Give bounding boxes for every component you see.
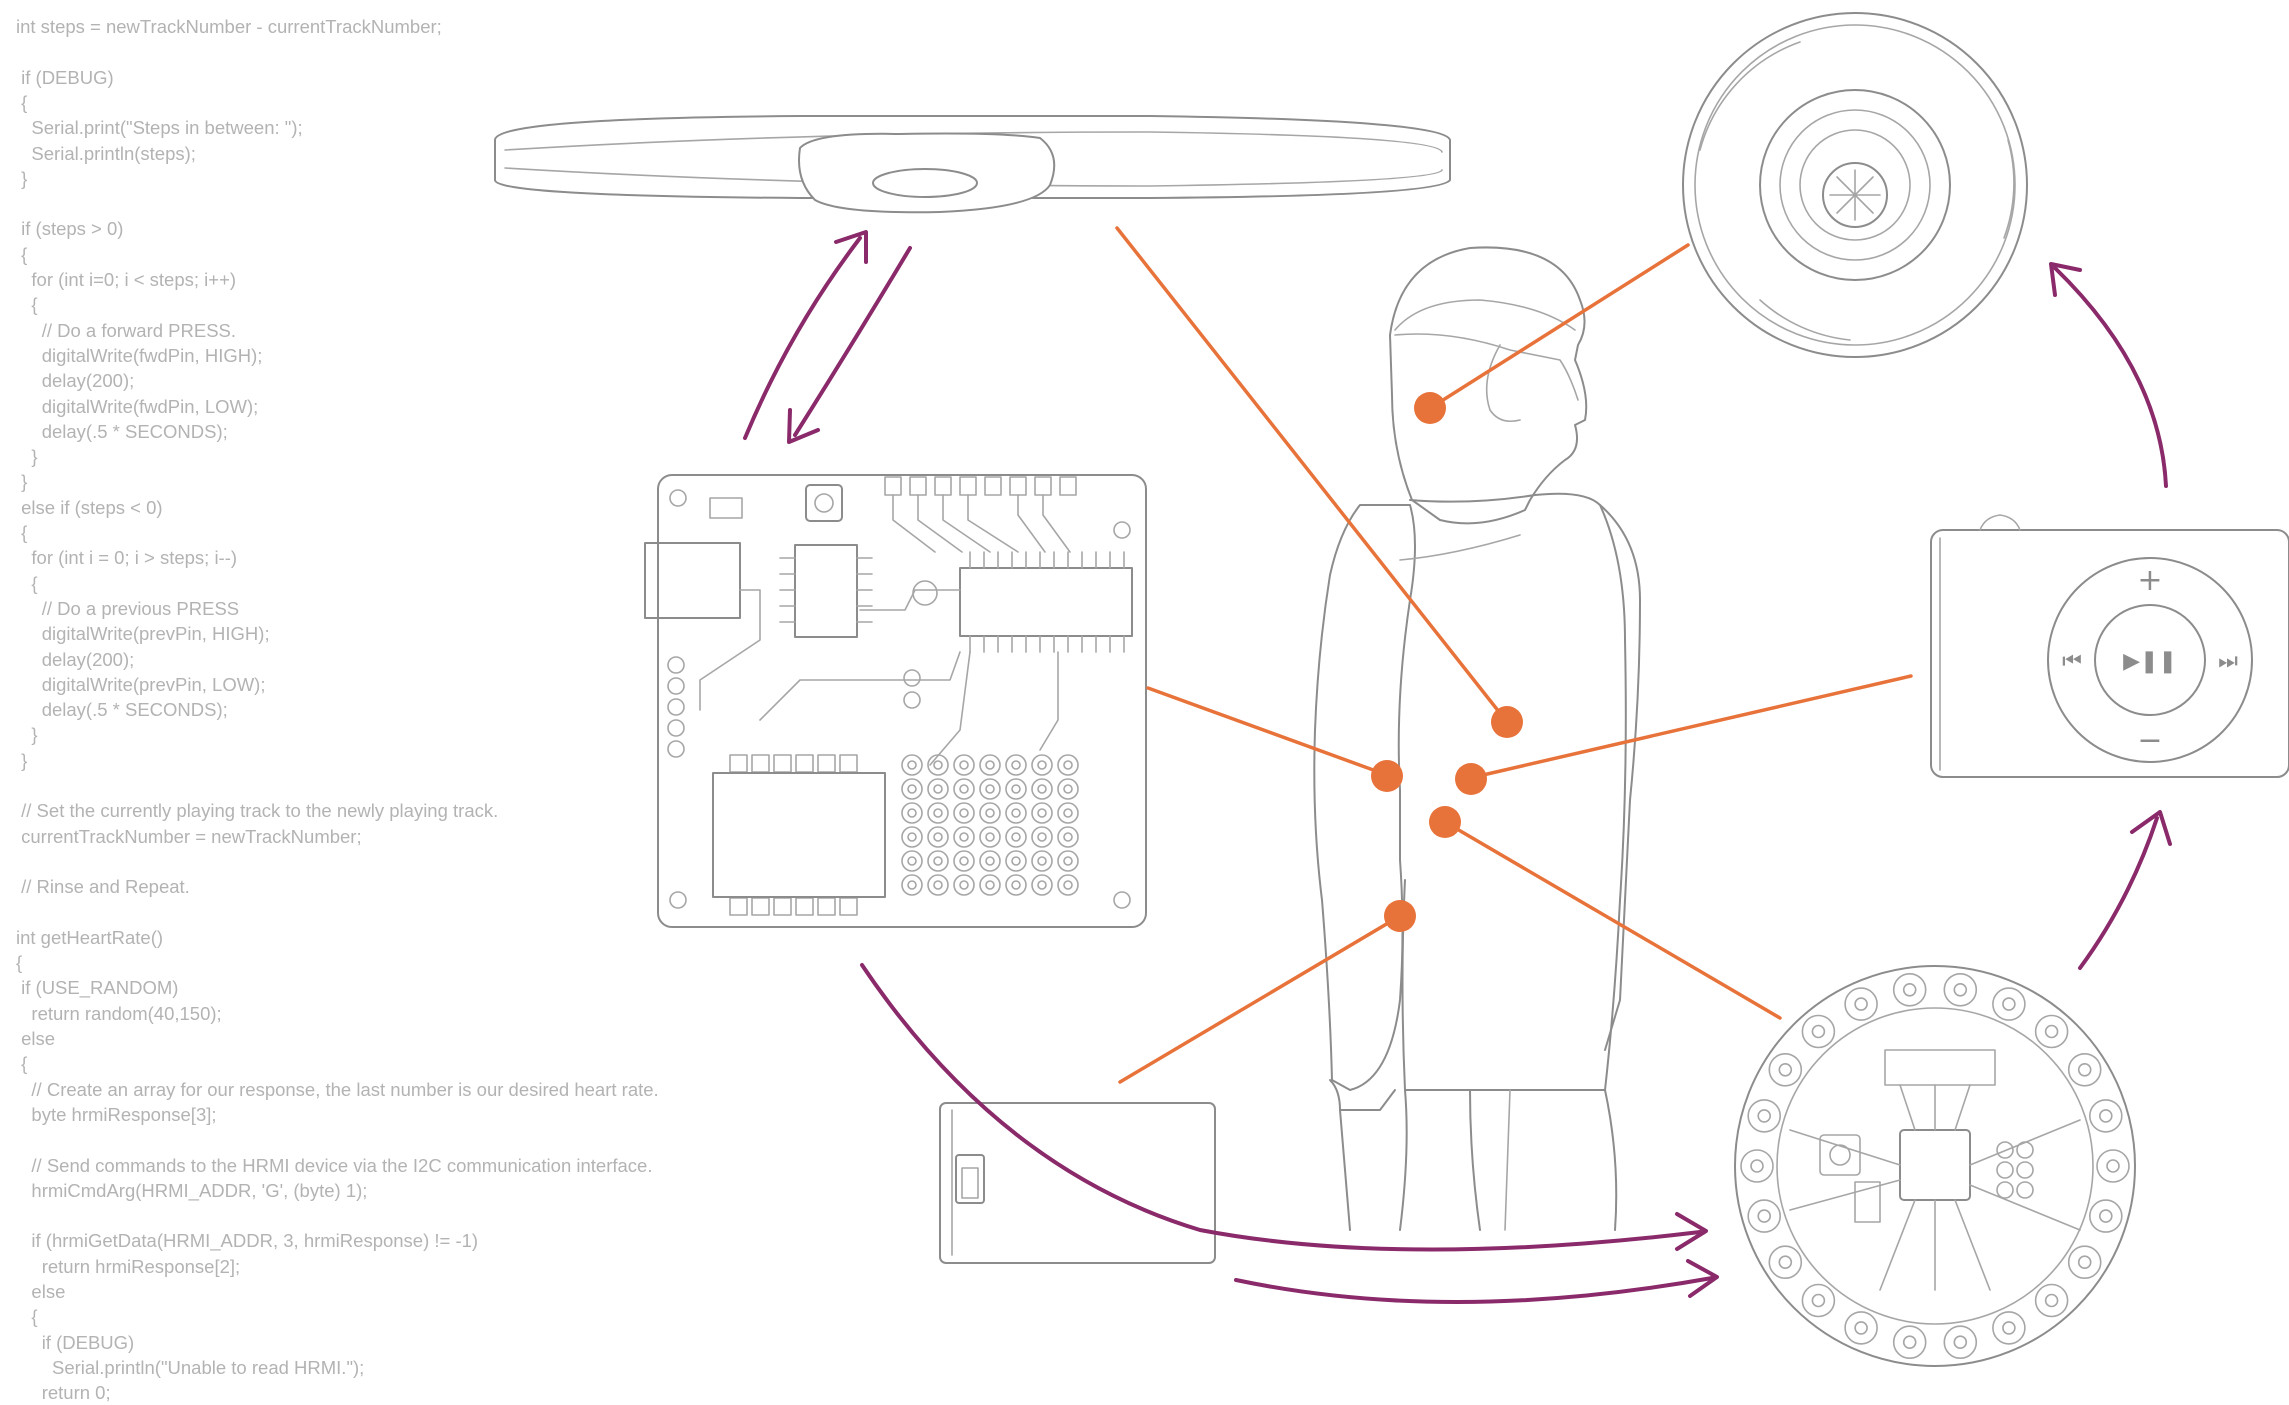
code-line: // Do a previous PRESS [16,597,240,619]
code-line: for (int i=0; i < steps; i++) [16,269,237,290]
code-line: Serial.println("Unable to read HRMI."); [16,1356,365,1378]
code-line: // Do a forward PRESS. [16,319,237,341]
code-line: digitalWrite(prevPin, HIGH); [16,623,270,645]
previous-track-icon[interactable]: ⏮ [2062,649,2082,674]
code-line: delay(200); [16,648,135,670]
code-line: delay(.5 * SECONDS); [16,420,228,442]
code-line: return 0; [16,1382,111,1404]
code-line: digitalWrite(fwdPin, HIGH); [16,344,263,366]
person-wearing-vest [1313,246,1641,1231]
receiver-circuit-board [644,474,1147,928]
code-line: int getHeartRate() [16,926,164,948]
code-line: delay(200); [16,370,135,392]
code-line: { [16,1306,38,1328]
code-line: } [16,749,28,771]
code-line: if (DEBUG) [16,66,114,88]
code-line: else [16,1281,66,1302]
code-line: return random(40,150); [16,1002,222,1024]
speaker [1682,12,2028,358]
code-line: Serial.println(steps); [16,142,196,164]
code-line: currentTrackNumber = newTrackNumber; [16,825,362,847]
code-listing: int steps = newTrackNumber - currentTrac… [0,0,720,1403]
code-line: // Send commands to the HRMI device via … [16,1154,653,1176]
battery-pack [939,1102,1216,1264]
code-line: } [16,471,28,493]
code-line: delay(.5 * SECONDS); [16,699,228,721]
code-line: } [16,167,28,189]
code-line: // Rinse and Repeat. [16,876,190,898]
code-line: else [16,1028,56,1049]
mp3-player: + − ▶❚❚ ⏮ ⏭ [1930,514,2289,778]
data-flow-arrows [743,230,2172,1304]
code-line: for (int i = 0; i > steps; i--) [16,547,238,569]
code-line: { [16,522,28,543]
code-line: return hrmiResponse[2]; [16,1255,241,1277]
code-line: if (DEBUG) [16,1331,135,1353]
code-line: } [16,446,38,468]
volume-down-icon[interactable]: − [2137,723,2162,758]
orange-connectors [1115,226,1913,1084]
code-line: // Create an array for our response, the… [16,1078,659,1100]
code-line: // Set the currently playing track to th… [16,800,499,822]
code-line: byte hrmiResponse[3]; [16,1103,217,1125]
code-line: digitalWrite(fwdPin, LOW); [16,395,259,417]
code-line: hrmiCmdArg(HRMI_ADDR, 'G', (byte) 1); [16,1179,368,1201]
play-pause-icon[interactable]: ▶❚❚ [2123,649,2177,674]
code-line: { [16,91,28,113]
code-line: if (hrmiGetData(HRMI_ADDR, 3, hrmiRespon… [16,1230,479,1252]
volume-up-icon[interactable]: + [2137,563,2162,598]
code-line: { [16,243,28,265]
heart-rate-chest-strap [494,115,1451,214]
lilypad-microcontroller [1734,965,2136,1367]
code-line: { [16,572,38,594]
code-line: { [16,294,38,316]
code-line: if (USE_RANDOM) [16,977,179,999]
code-line: { [16,1053,28,1075]
code-line: Serial.print("Steps in between: "); [16,117,303,139]
code-line: int steps = newTrackNumber - currentTrac… [16,16,442,37]
code-line: if (steps > 0) [16,218,124,240]
code-line: else if (steps < 0) [16,496,163,518]
code-line: } [16,724,38,746]
code-line: { [16,952,23,974]
next-track-icon[interactable]: ⏭ [2218,649,2238,674]
code-line: digitalWrite(prevPin, LOW); [16,673,266,695]
